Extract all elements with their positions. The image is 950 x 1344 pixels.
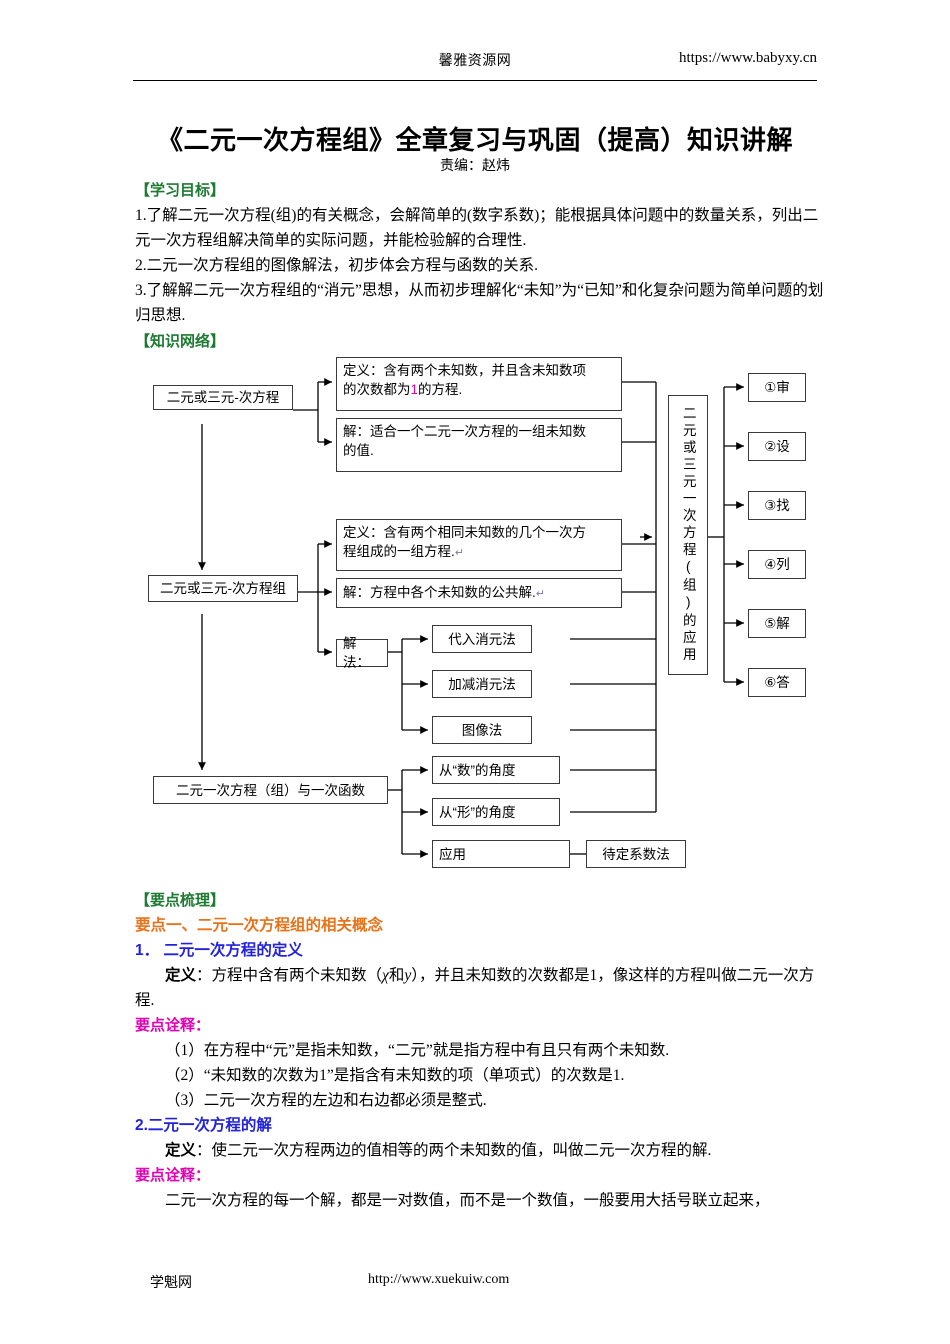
item2-heading: 2.二元一次方程的解 bbox=[135, 1117, 272, 1134]
flow-eq-def-number: 1 bbox=[410, 382, 419, 397]
flow-sys-def-line1: 定义：含有两个相同未知数的几个一次方 bbox=[343, 525, 586, 540]
flow-node-linear-function: 二元一次方程（组）与一次函数 bbox=[153, 776, 388, 804]
item1-heading: 1． 二元一次方程的定义 bbox=[135, 942, 303, 959]
flow-sys-def-line2: 程组成的一组方程. bbox=[343, 544, 455, 559]
flow-eq-def-line1: 定义：含有两个未知数，并且含未知数项 bbox=[343, 363, 586, 378]
flow-step-4: ④列 bbox=[748, 550, 806, 579]
flow-step-1: ①审 bbox=[748, 373, 806, 402]
flow-step-label: ⑤解 bbox=[764, 616, 790, 631]
flow-eq-sol-line1: 解：适合一个二元一次方程的一组未知数 bbox=[343, 424, 586, 439]
flow-node-perspective-number: 从“数”的角度 bbox=[432, 756, 560, 784]
flow-node-method-graphical: 图像法 bbox=[432, 716, 532, 744]
flow-node-equation-definition: 定义：含有两个未知数，并且含未知数项 的次数都为1的方程. bbox=[336, 357, 622, 411]
flow-node-equation: 二元或三元-次方程 bbox=[153, 385, 293, 410]
flow-node-perspective-shape: 从“形”的角度 bbox=[432, 798, 560, 826]
item2-definition: 定义：使二元一次方程两边的值相等的两个未知数的值，叫做二元一次方程的解. bbox=[135, 1138, 825, 1163]
definition-label: 定义 bbox=[165, 967, 197, 984]
footer-url: http://www.xuekuiw.com bbox=[368, 1272, 510, 1287]
flow-method-label: 图像法 bbox=[461, 722, 503, 738]
header-divider bbox=[133, 80, 817, 81]
page-title: 《二元一次方程组》全章复习与巩固（提高）知识讲解 bbox=[156, 126, 793, 155]
objective-item: 2.二元一次方程组的图像解法，初步体会方程与函数的关系. bbox=[135, 257, 539, 274]
byline: 责编：赵炜 bbox=[440, 159, 510, 174]
flow-method-label: 加减消元法 bbox=[448, 676, 516, 692]
item1-definition: 定义：方程中含有两个未知数（χ和y），并且未知数的次数都是1，像这样的方程叫做二… bbox=[135, 963, 825, 1013]
learning-objectives-block: 【学习目标】 1.了解二元一次方程(组)的有关概念，会解简单的(数字系数)；能根… bbox=[135, 178, 825, 354]
flow-node-linear-function-label: 二元一次方程（组）与一次函数 bbox=[176, 782, 365, 798]
flow-eq-sol-line2: 的值. bbox=[343, 443, 374, 458]
flow-eq-def-line2a: 的次数都为 bbox=[343, 382, 411, 397]
flow-func-label: 从“形”的角度 bbox=[439, 804, 516, 820]
flow-node-system-label: 二元或三元-次方程组 bbox=[160, 581, 286, 596]
point-one-heading: 要点一、二元一次方程组的相关概念 bbox=[135, 917, 384, 934]
flow-func-label: 应用 bbox=[439, 846, 466, 862]
flow-applications-label: 二元或三元一次方程(组)的应用 bbox=[680, 406, 696, 664]
flow-step-5: ⑤解 bbox=[748, 609, 806, 638]
flow-step-3: ③找 bbox=[748, 491, 806, 520]
flow-sys-sol-label: 解：方程中各个未知数的公共解. bbox=[343, 584, 536, 600]
flow-node-system-definition: 定义：含有两个相同未知数的几个一次方 程组成的一组方程.↵ bbox=[336, 519, 622, 571]
key-points-block: 【要点梳理】 要点一、二元一次方程组的相关概念 1． 二元一次方程的定义 定义：… bbox=[135, 888, 825, 1213]
pilcrow-icon: ↵ bbox=[454, 547, 464, 559]
flow-node-applications-vertical: 二元或三元一次方程(组)的应用 bbox=[668, 395, 708, 675]
running-header: 馨雅资源网 https://www.babyxy.cn bbox=[133, 50, 817, 80]
item1-note: （2）“未知数的次数为1”是指含有未知数的项（单项式）的次数是1. bbox=[165, 1067, 625, 1084]
flow-node-equation-solution: 解：适合一个二元一次方程的一组未知数 的值. bbox=[336, 418, 622, 472]
flowchart-connectors bbox=[198, 378, 744, 858]
item1-note: （1）在方程中“元”是指未知数，“二元”就是指方程中有且只有两个未知数. bbox=[165, 1042, 670, 1059]
flow-step-label: ②设 bbox=[764, 439, 790, 454]
item2-definition-text: ：使二元一次方程两边的值相等的两个未知数的值，叫做二元一次方程的解. bbox=[196, 1142, 712, 1159]
flow-step-label: ①审 bbox=[764, 380, 790, 395]
flow-step-label: ④列 bbox=[764, 557, 790, 572]
definition-label: 定义 bbox=[165, 1142, 197, 1159]
flow-node-equation-label: 二元或三元-次方程 bbox=[166, 390, 280, 405]
explain-heading-2: 要点诠释： bbox=[135, 1167, 211, 1184]
item1-note: （3）二元一次方程的左边和右边都必须是整式. bbox=[165, 1092, 487, 1109]
objective-item: 1.了解二元一次方程(组)的有关概念，会解简单的(数字系数)；能根据具体问题中的… bbox=[135, 207, 819, 249]
flow-step-label: ⑥答 bbox=[764, 675, 790, 690]
flow-node-methods-label: 解法： bbox=[343, 636, 370, 670]
item1-definition-text: ：方程中含有两个未知数（χ和y），并且未知数的次数都是1，像这样的方程叫做二元一… bbox=[135, 967, 815, 1009]
flow-method-label: 代入消元法 bbox=[448, 631, 516, 647]
flow-func-label: 从“数”的角度 bbox=[439, 762, 516, 778]
flow-node-application: 应用 bbox=[432, 840, 570, 868]
flow-step-6: ⑥答 bbox=[748, 668, 806, 697]
flow-step-2: ②设 bbox=[748, 432, 806, 461]
footer-site-name: 学魁网 bbox=[150, 1276, 192, 1291]
flow-node-system: 二元或三元-次方程组 bbox=[148, 575, 298, 602]
knowledge-network-heading: 【知识网络】 bbox=[135, 333, 226, 350]
knowledge-network-flowchart: 二元或三元-次方程 定义：含有两个未知数，并且含未知数项 的次数都为1的方程. … bbox=[140, 352, 820, 877]
flow-undetermined-label: 待定系数法 bbox=[602, 846, 670, 862]
header-url: https://www.babyxy.cn bbox=[678, 50, 817, 66]
header-site-name: 馨雅资源网 bbox=[438, 54, 512, 69]
key-points-heading: 【要点梳理】 bbox=[135, 892, 226, 909]
flow-node-method-substitution: 代入消元法 bbox=[432, 625, 532, 653]
flow-eq-def-line2b: 的方程. bbox=[418, 382, 463, 397]
variable-joiner: 和 bbox=[388, 967, 405, 984]
learning-objectives-heading: 【学习目标】 bbox=[135, 182, 226, 199]
pilcrow-icon: ↵ bbox=[535, 587, 545, 600]
flow-step-label: ③找 bbox=[764, 498, 790, 513]
flow-node-methods: 解法： bbox=[336, 636, 388, 670]
flow-node-undetermined-coefficients: 待定系数法 bbox=[586, 840, 686, 868]
objective-item: 3.了解解二元一次方程组的“消元”思想，从而初步理解化“未知”为“已知”和化复杂… bbox=[135, 282, 824, 324]
item2-note: 二元一次方程的每一个解，都是一对数值，而不是一个数值，一般要用大括号联立起来， bbox=[165, 1192, 770, 1209]
variable-y: y bbox=[404, 967, 412, 984]
explain-heading: 要点诠释： bbox=[135, 1017, 211, 1034]
flow-node-system-solution: 解：方程中各个未知数的公共解.↵ bbox=[336, 578, 622, 608]
flow-node-method-elimination: 加减消元法 bbox=[432, 670, 532, 698]
variable-x: χ bbox=[382, 967, 389, 984]
